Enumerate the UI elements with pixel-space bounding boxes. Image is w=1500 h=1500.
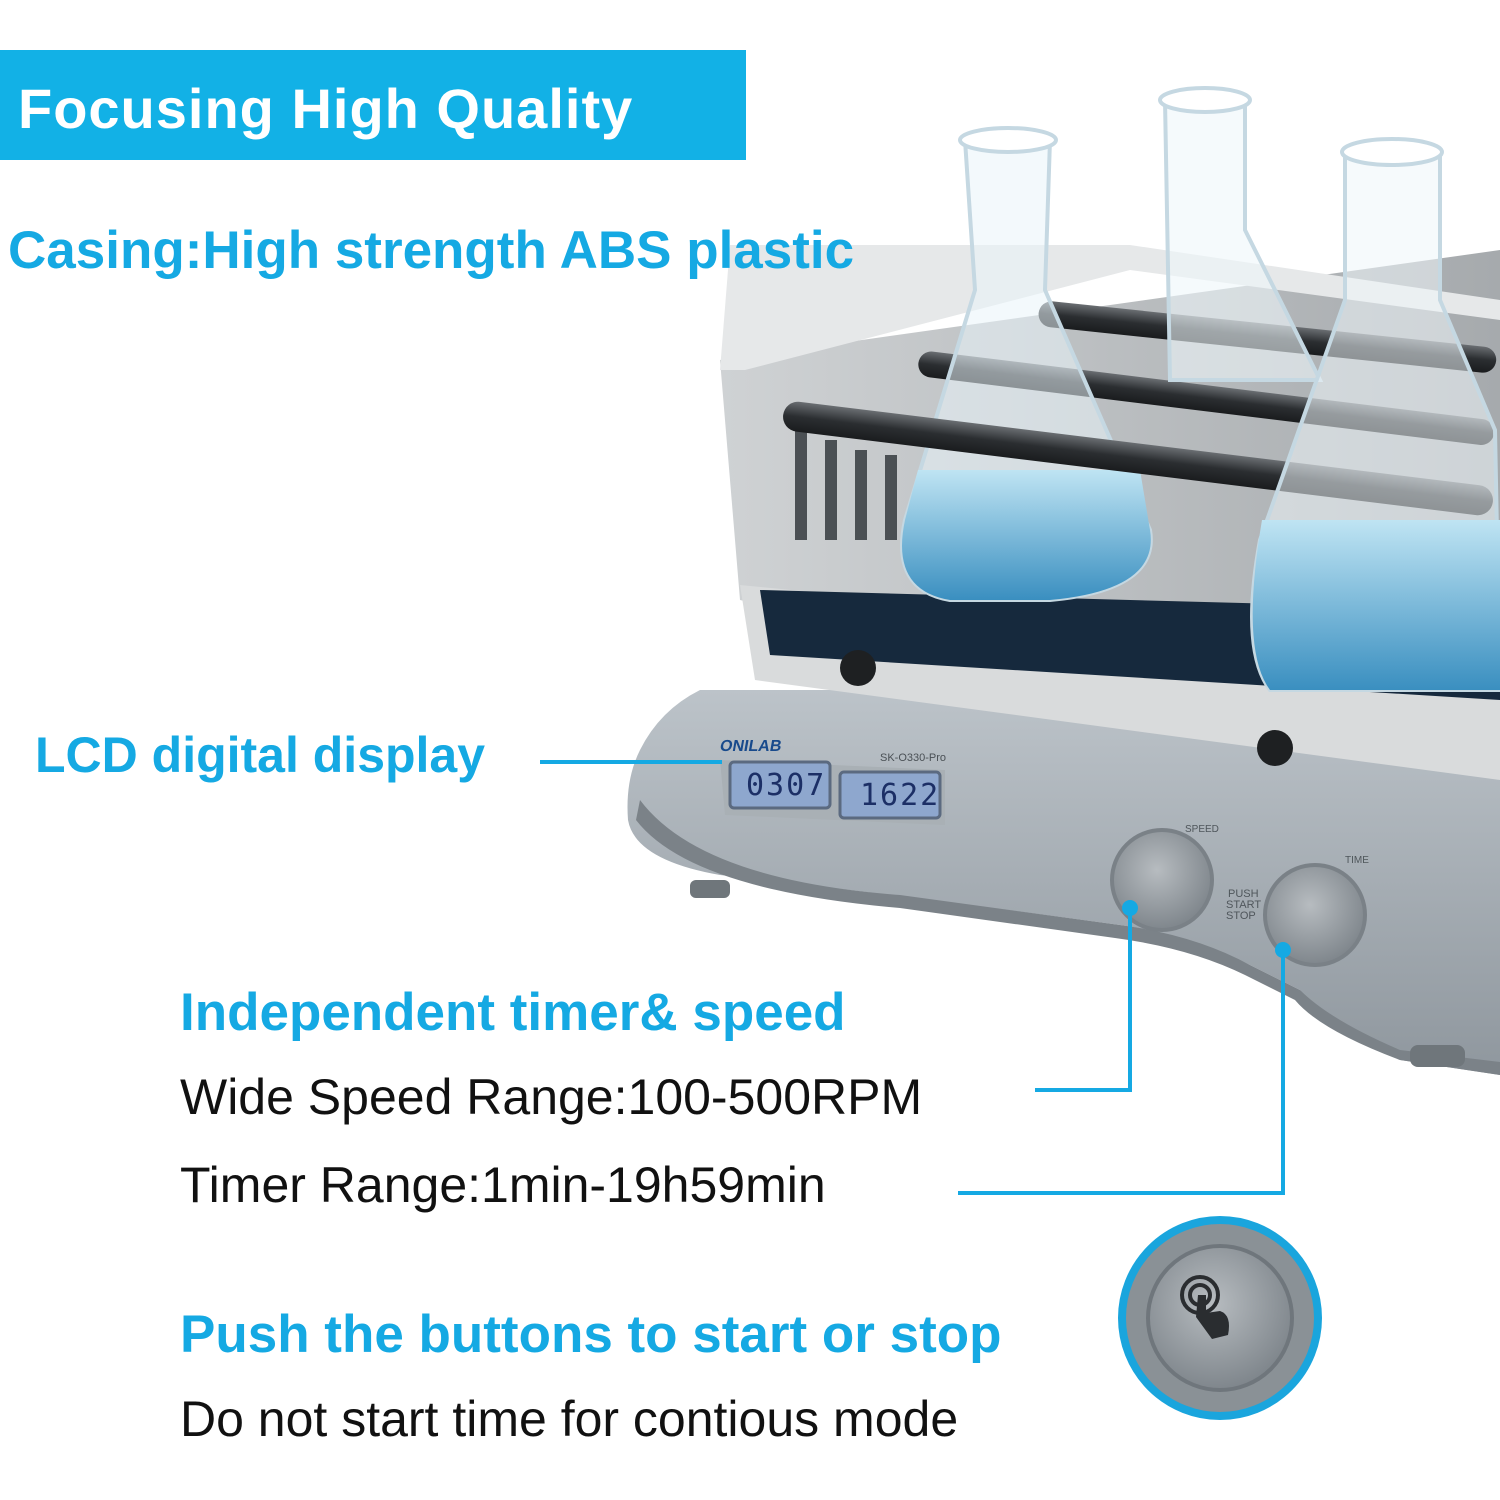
- start-label: START: [1226, 899, 1262, 911]
- brand-logo: ONILAB: [718, 738, 783, 755]
- controls-heading: Independent timer& speed: [180, 983, 846, 1042]
- model-label: SK-O330-Pro: [880, 752, 947, 764]
- lcd-label: LCD digital display: [35, 727, 486, 783]
- push-label: PUSH: [1228, 888, 1259, 900]
- speed-knob-label: SPEED: [1185, 824, 1219, 835]
- speed-callout-line: [1035, 908, 1132, 1092]
- speed-range-text: Wide Speed Range:100-500RPM: [180, 1069, 923, 1125]
- banner-title: Focusing High Quality: [18, 77, 634, 140]
- flask-middle: [1158, 86, 1324, 382]
- tray-knob: [840, 650, 876, 686]
- lcd-right-value: 1622: [860, 778, 941, 813]
- lcd-screen-right: [838, 770, 942, 820]
- timer-callout-line: [958, 950, 1285, 1195]
- title-banner: [0, 50, 746, 160]
- lcd-screen-left: [728, 760, 832, 810]
- flask-right: [1250, 137, 1500, 692]
- casing-text: Casing:High strength ABS plastic: [8, 221, 855, 280]
- time-knob: [1263, 863, 1367, 967]
- lcd-left-value: 0307: [746, 768, 827, 803]
- stop-label: STOP: [1226, 910, 1256, 922]
- time-knob-label: TIME: [1345, 855, 1369, 866]
- flask-left: [900, 126, 1153, 602]
- touch-hand-icon: [1180, 1275, 1229, 1339]
- continuous-mode-note: Do not start time for contious mode: [180, 1391, 959, 1447]
- timer-range-text: Timer Range:1min-19h59min: [180, 1157, 826, 1213]
- tray-knob: [1257, 730, 1293, 766]
- push-heading: Push the buttons to start or stop: [180, 1305, 1002, 1364]
